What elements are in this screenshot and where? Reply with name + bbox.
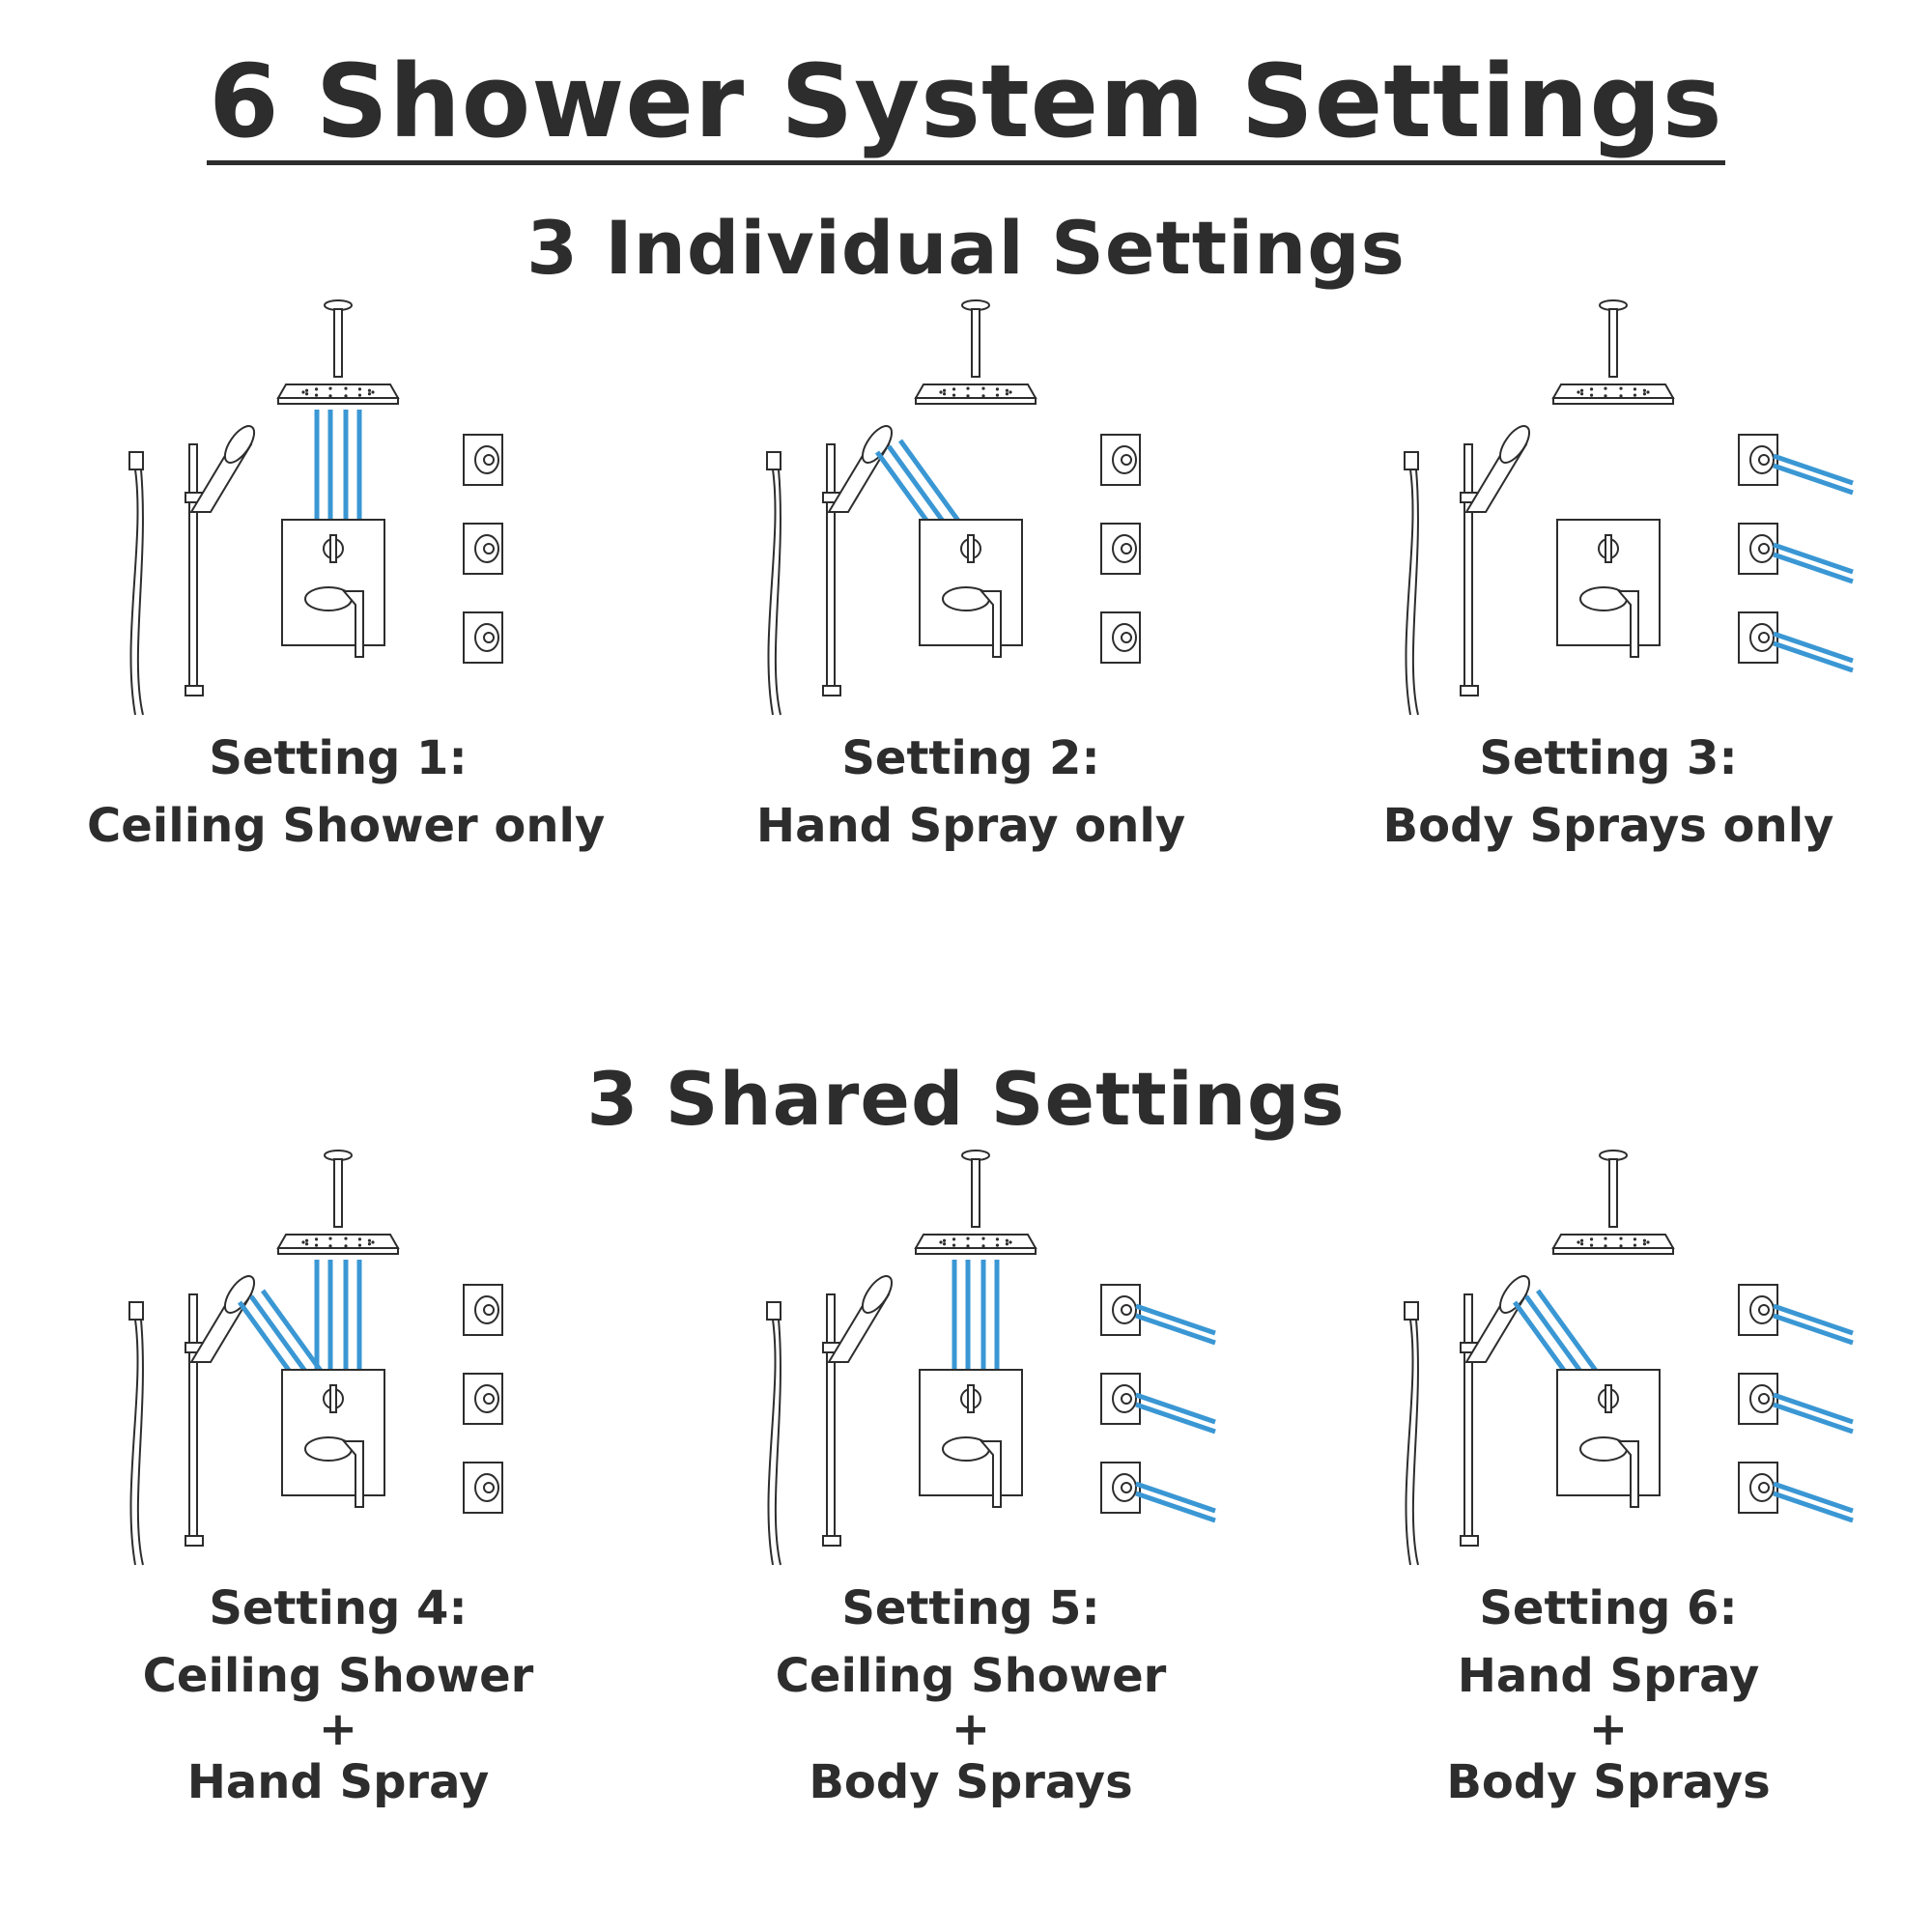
- setting-1-diagram: [116, 290, 618, 753]
- shower-system-drawing: [766, 1150, 1216, 1566]
- body-spray-icon: [463, 611, 503, 664]
- setting-3-caption: Setting 3: Body Sprays only: [1357, 724, 1860, 860]
- body-spray-lines: [1135, 1481, 1216, 1523]
- setting-6-line1: Hand Spray: [1457, 1649, 1760, 1703]
- body-spray-icon: [463, 1373, 503, 1425]
- setting-3-diagram: [1391, 290, 1893, 753]
- ceiling-shower-icon: [914, 299, 1037, 405]
- setting-4-plus: +: [318, 1702, 358, 1756]
- body-spray-icon: [1738, 1462, 1778, 1514]
- setting-5-line2: Body Sprays: [809, 1755, 1133, 1809]
- body-spray-icon: [1100, 1462, 1141, 1514]
- body-spray-lines: [1773, 1303, 1854, 1346]
- ceiling-head-nozzles: [939, 386, 1012, 398]
- body-spray-icon: [1100, 611, 1141, 664]
- body-spray-icon: [1738, 434, 1778, 486]
- ceiling-head-nozzles: [1577, 1236, 1650, 1248]
- setting-1-caption: Setting 1: Ceiling Shower only: [87, 724, 606, 860]
- setting-4-caption: Setting 4: Ceiling Shower + Hand Spray: [87, 1575, 589, 1816]
- shower-system-drawing: [128, 299, 503, 716]
- shower-system-drawing: [128, 1150, 503, 1566]
- valve-trim-icon: [281, 519, 385, 658]
- ceiling-shower-icon: [1551, 299, 1675, 405]
- body-spray-icon: [463, 1284, 503, 1336]
- body-spray-icon: [1738, 1373, 1778, 1425]
- ceiling-head-nozzles: [939, 1236, 1012, 1248]
- ceiling-head-nozzles: [301, 386, 375, 398]
- section-heading-shared: 3 Shared Settings: [586, 1056, 1346, 1142]
- hand-shower-icon: [766, 425, 894, 716]
- body-spray-lines: [1135, 1303, 1216, 1346]
- ceiling-shower-icon: [276, 1150, 400, 1255]
- page-title-text: 6 Shower System Settings: [207, 43, 1725, 165]
- setting-3-label: Setting 3:: [1479, 731, 1738, 785]
- page-title: 6 Shower System Settings: [0, 43, 1932, 165]
- setting-3-description: Body Sprays only: [1382, 799, 1834, 853]
- setting-2-label: Setting 2:: [841, 731, 1100, 785]
- setting-5-plus: +: [951, 1702, 991, 1756]
- hand-shower-icon: [1404, 1275, 1531, 1566]
- setting-4-label: Setting 4:: [209, 1581, 468, 1635]
- ceiling-head-nozzles: [1577, 386, 1650, 398]
- setting-6-line2: Body Sprays: [1446, 1755, 1771, 1809]
- setting-6-label: Setting 6:: [1479, 1581, 1738, 1635]
- setting-2-caption: Setting 2: Hand Spray only: [720, 724, 1222, 860]
- body-spray-icon: [463, 1462, 503, 1514]
- body-spray-lines: [1773, 1481, 1854, 1523]
- hand-shower-icon: [1404, 425, 1531, 716]
- body-spray-icon: [1738, 611, 1778, 664]
- setting-2-diagram: [753, 290, 1256, 753]
- valve-trim-icon: [1556, 1369, 1661, 1508]
- valve-trim-icon: [919, 519, 1023, 658]
- body-spray-icon: [463, 523, 503, 575]
- hand-shower-icon: [766, 1275, 894, 1566]
- section-heading-individual: 3 Individual Settings: [526, 205, 1406, 291]
- setting-4-line1: Ceiling Shower: [142, 1649, 534, 1703]
- body-spray-icon: [1100, 1373, 1141, 1425]
- setting-6-diagram: [1391, 1140, 1893, 1604]
- ceiling-shower-icon: [914, 1150, 1037, 1255]
- body-spray-icon: [463, 434, 503, 486]
- ceiling-head-nozzles: [301, 1236, 375, 1248]
- ceiling-spray-lines: [952, 1260, 1000, 1381]
- shower-system-drawing: [1404, 1150, 1854, 1566]
- valve-trim-icon: [281, 1369, 385, 1508]
- setting-6-plus: +: [1588, 1702, 1629, 1756]
- setting-5-label: Setting 5:: [841, 1581, 1100, 1635]
- hand-shower-icon: [128, 1275, 256, 1566]
- ceiling-spray-lines: [314, 1260, 362, 1381]
- setting-5-caption: Setting 5: Ceiling Shower + Body Sprays: [720, 1575, 1222, 1816]
- valve-trim-icon: [919, 1369, 1023, 1508]
- setting-1-description: Ceiling Shower only: [87, 799, 606, 853]
- body-spray-lines: [1773, 1392, 1854, 1435]
- setting-6-caption: Setting 6: Hand Spray + Body Sprays: [1357, 1575, 1860, 1816]
- setting-5-diagram: [753, 1140, 1256, 1604]
- body-spray-icon: [1738, 1284, 1778, 1336]
- setting-1-label: Setting 1:: [209, 731, 468, 785]
- body-spray-icon: [1100, 523, 1141, 575]
- setting-5-line1: Ceiling Shower: [775, 1649, 1167, 1703]
- shower-system-drawing: [1404, 299, 1854, 716]
- ceiling-shower-icon: [1551, 1150, 1675, 1255]
- body-spray-lines: [1773, 453, 1854, 496]
- body-spray-lines: [1135, 1392, 1216, 1435]
- valve-trim-icon: [1556, 519, 1661, 658]
- body-spray-icon: [1738, 523, 1778, 575]
- setting-2-description: Hand Spray only: [755, 799, 1186, 853]
- ceiling-spray-lines: [314, 410, 362, 531]
- ceiling-shower-icon: [276, 299, 400, 405]
- setting-4-diagram: [116, 1140, 618, 1604]
- body-spray-lines: [1773, 631, 1854, 673]
- body-spray-lines: [1773, 542, 1854, 584]
- body-spray-icon: [1100, 434, 1141, 486]
- body-spray-icon: [1100, 1284, 1141, 1336]
- shower-system-drawing: [766, 299, 1141, 716]
- setting-4-line2: Hand Spray: [186, 1755, 490, 1809]
- hand-shower-icon: [128, 425, 256, 716]
